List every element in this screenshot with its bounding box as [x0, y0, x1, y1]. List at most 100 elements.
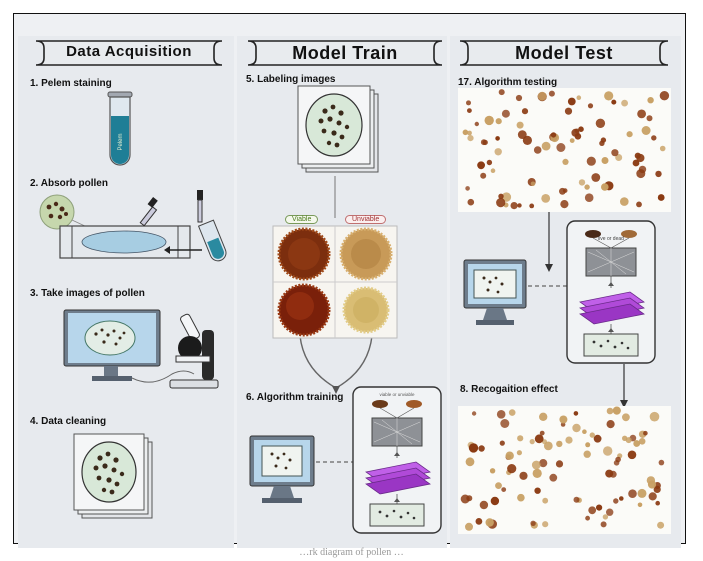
pollen-grain: [593, 434, 602, 443]
pollen-grain: [636, 201, 642, 208]
pollen-grain: [653, 485, 661, 493]
pollen-grain: [462, 129, 469, 136]
pollen-grain: [490, 496, 500, 506]
pollen-grain: [530, 520, 536, 526]
pollen-grain: [603, 446, 613, 456]
pipette-slide-illustration: [39, 190, 227, 262]
pollen-grain: [572, 423, 581, 433]
pollen-grain: [595, 118, 606, 128]
pollen-grain: [529, 439, 535, 445]
pollen-grain: [507, 464, 517, 474]
pollen-grain: [484, 115, 494, 126]
pollen-grain: [628, 489, 637, 498]
pollen-grain: [625, 437, 632, 444]
pollen-grain: [606, 508, 614, 516]
pollen-grain: [651, 135, 657, 141]
pollen-grain: [626, 131, 633, 138]
pollen-grain: [486, 159, 493, 166]
pollen-samples-grid: [272, 225, 398, 339]
pollen-grain: [649, 411, 660, 422]
pollen-grain: [657, 194, 665, 201]
pollen-grain: [467, 135, 474, 142]
pollen-grain: [589, 432, 595, 438]
pollen-grain: [498, 89, 505, 96]
pollen-grain: [637, 488, 647, 498]
pollen-grain: [537, 91, 547, 101]
pollen-grain: [582, 429, 587, 434]
viable-tag: Viable: [285, 215, 319, 224]
banner-model-train: Model Train: [248, 41, 442, 65]
pollen-grain: [510, 202, 518, 210]
pollen-grain: [542, 521, 549, 528]
pollen-grain: [569, 138, 575, 143]
section-title: Model Test: [515, 43, 613, 63]
pollen-grain: [643, 430, 648, 436]
pollen-grain: [601, 183, 609, 191]
banner-model-test: Model Test: [460, 41, 668, 65]
pollen-grain: [549, 473, 558, 482]
pollen-grain: [606, 420, 615, 429]
pollen-grain: [519, 471, 528, 480]
pollen-grain: [541, 141, 551, 151]
pollen-grain: [490, 168, 496, 173]
pollen-grain: [475, 518, 483, 525]
pollen-grain: [611, 99, 617, 105]
pollen-grain: [655, 170, 662, 178]
pollen-grain: [465, 186, 470, 191]
pollen-grain: [638, 438, 646, 445]
pollen-grain: [562, 188, 568, 193]
pollen-grain: [517, 203, 522, 208]
unviable-tag: Unviable: [345, 215, 387, 224]
pollen-grain: [583, 450, 591, 458]
step-4-label: 4. Data cleaning: [30, 416, 107, 427]
pollen-grain: [489, 468, 496, 474]
pollen-grain: [494, 148, 502, 156]
pollen-grain: [636, 153, 645, 163]
pollen-grain: [495, 118, 502, 125]
pollen-grain: [613, 498, 619, 504]
pollen-grain: [474, 121, 479, 127]
pollen-grain: [647, 97, 654, 104]
pollen-grain: [584, 193, 594, 202]
pollen-grain: [600, 137, 607, 143]
pollen-field-bottom: [458, 406, 671, 534]
pollen-grain: [641, 126, 651, 135]
pollen-grain: [606, 407, 614, 415]
pollen-grain: [548, 90, 555, 97]
figure-caption: …rk diagram of pollen …: [299, 547, 404, 558]
pollen-grain: [477, 161, 485, 170]
pollen-grain: [559, 415, 568, 424]
pollen-grain: [657, 521, 665, 529]
banner-data-acquisition: Data Acquisition: [36, 41, 222, 65]
step-1-label: 1. Pelem staining: [30, 78, 112, 89]
pollen-grain: [533, 146, 542, 154]
pollen-grain: [515, 94, 523, 102]
pollen-grain: [611, 149, 619, 157]
pollen-grain: [517, 493, 525, 502]
pollen-grain: [465, 457, 475, 467]
pollen-grain: [465, 522, 473, 531]
pollen-grain: [530, 181, 536, 187]
pollen-grain: [602, 514, 609, 520]
pollen-grain: [534, 434, 544, 444]
pollen-grain: [637, 502, 643, 508]
pollen-grain: [555, 460, 564, 468]
pollen-grain: [485, 518, 494, 527]
pollen-grain: [496, 410, 506, 419]
pollen-grain: [529, 203, 535, 209]
testing-monitor: [463, 259, 568, 325]
pollen-grain: [516, 121, 524, 129]
pollen-grain: [600, 521, 607, 528]
svg-text:viable or unviable: viable or unviable: [379, 392, 415, 397]
pollen-grain: [478, 445, 485, 452]
pollen-grain: [467, 198, 475, 206]
pollen-grain: [646, 115, 653, 122]
pollen-field-top: [458, 88, 671, 212]
pollen-grain: [637, 109, 646, 119]
pollen-grain: [539, 459, 548, 468]
pollen-grain: [471, 411, 477, 416]
pollen-grain: [501, 487, 507, 492]
pollen-grain: [550, 132, 557, 138]
